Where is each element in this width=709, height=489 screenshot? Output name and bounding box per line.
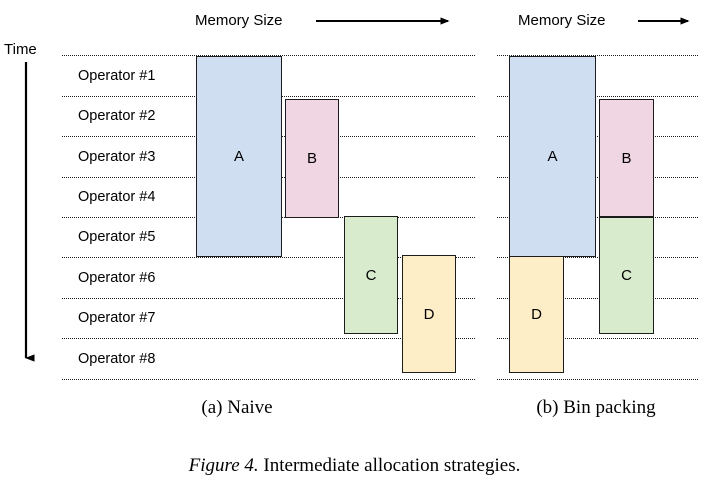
gridline-b-4 [497,217,698,218]
gridline-a-0 [62,55,475,56]
row-label-operator-1: Operator #1 [78,68,156,84]
time-axis-arrow [24,62,35,362]
alloc-block-label: B [621,149,632,167]
memory-size-label-b: Memory Size [518,12,606,29]
alloc-block-label: D [531,306,542,323]
gridline-b-2 [497,136,698,137]
memory-size-arrow-a [316,17,450,25]
alloc-block-a-B[interactable]: B [285,99,339,218]
alloc-block-a-D[interactable]: D [402,255,456,373]
alloc-block-b-C[interactable]: C [599,217,654,334]
alloc-block-label: C [365,266,377,284]
row-label-operator-7: Operator #7 [78,310,156,326]
alloc-block-a-A[interactable]: A [196,56,282,257]
row-label-operator-3: Operator #3 [78,149,156,165]
row-label-operator-5: Operator #5 [78,229,156,245]
row-label-operator-2: Operator #2 [78,108,156,124]
figure-number: Figure 4. [188,455,259,476]
alloc-block-label: A [233,148,244,165]
subcaption-naive: (a) Naive [201,397,273,418]
gridline-a-6 [62,298,475,299]
gridline-b-5 [497,257,698,258]
gridline-b-1 [497,96,698,97]
memory-size-arrow-b [638,17,690,25]
gridline-b-3 [497,177,698,178]
alloc-block-b-D[interactable]: D [509,256,564,373]
gridline-a-8 [62,379,475,380]
alloc-block-b-A[interactable]: A [509,56,596,257]
gridline-b-7 [497,338,698,339]
row-label-operator-8: Operator #8 [78,351,156,367]
gridline-a-7 [62,338,475,339]
alloc-block-label: C [621,267,632,284]
row-label-operator-4: Operator #4 [78,189,156,205]
alloc-block-label: D [423,305,435,323]
gridline-b-6 [497,298,698,299]
gridline-a-5 [62,257,475,258]
alloc-block-label: B [306,150,317,167]
time-axis-label: Time [4,41,37,58]
figure-caption: Figure 4. Intermediate allocation strate… [0,455,709,477]
figure-caption-text: Intermediate allocation strategies. [263,455,521,476]
gridline-b-8 [497,379,698,380]
alloc-block-b-B[interactable]: B [599,99,654,217]
alloc-block-label: A [547,148,558,165]
row-label-operator-6: Operator #6 [78,270,156,286]
memory-size-label-a: Memory Size [195,12,283,29]
gridline-b-0 [497,55,698,56]
alloc-block-a-C[interactable]: C [344,216,398,334]
subcaption-bin-packing: (b) Bin packing [536,397,656,418]
